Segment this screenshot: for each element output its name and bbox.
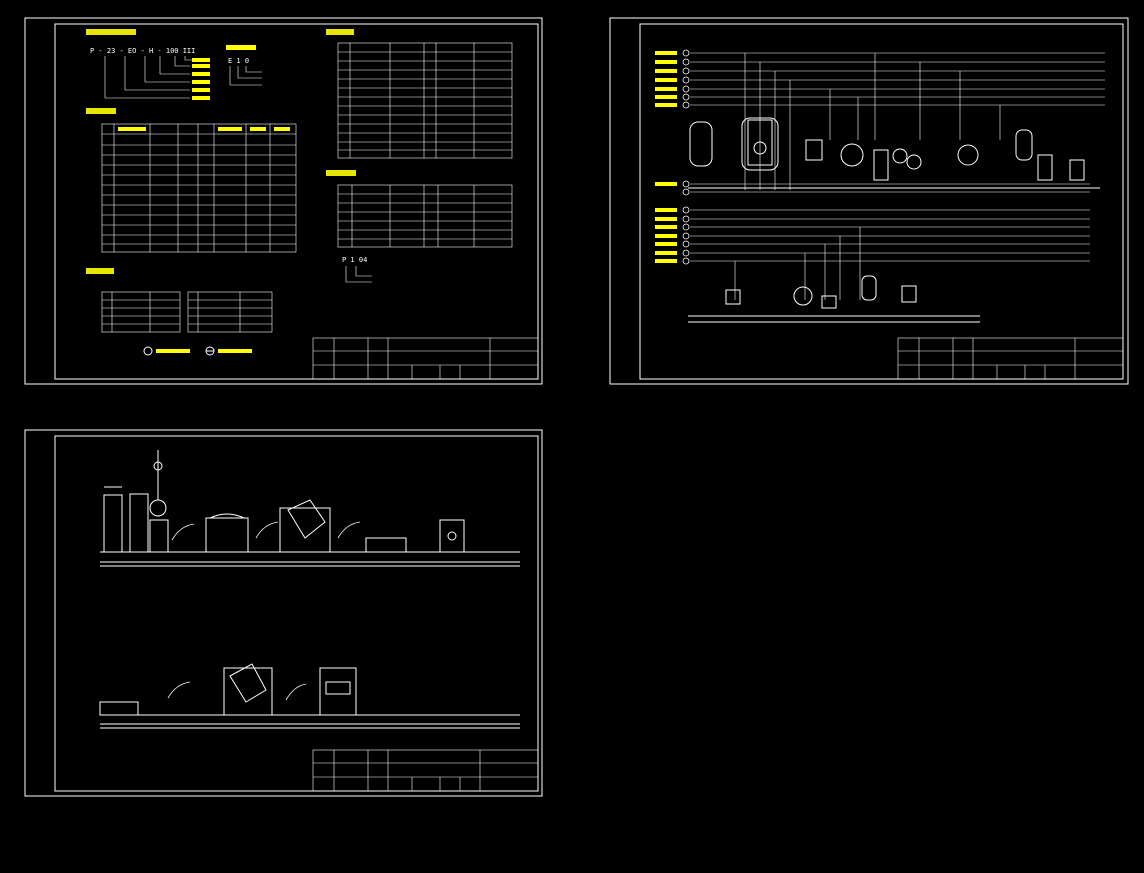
layout-row-1 [100, 450, 520, 567]
sheet-legend: P - 23 - EO - H - 100 III E 1 0 [24, 17, 543, 385]
code-table-b [187, 291, 273, 333]
legend-table-left [101, 123, 297, 253]
fluid-table [337, 184, 513, 248]
pid-equipment-top [689, 117, 1085, 181]
pipe-code-text: P - 23 - EO - H - 100 III [90, 47, 195, 55]
title-block-3 [312, 749, 539, 792]
sheet-layout [24, 429, 543, 797]
title-block-2 [897, 337, 1124, 380]
symbols-table [337, 42, 513, 159]
pipe-lines-bottom [690, 209, 1090, 300]
pipe-lines-top [690, 52, 1105, 193]
code-table-a [101, 291, 181, 333]
sheet-pid [609, 17, 1129, 385]
tag-text: P 1 04 [342, 256, 367, 264]
sub-code-text: E 1 0 [228, 57, 249, 65]
layout-row-2 [99, 663, 520, 729]
pid-equipment-bottom [725, 275, 917, 309]
title-block-1 [312, 337, 539, 380]
